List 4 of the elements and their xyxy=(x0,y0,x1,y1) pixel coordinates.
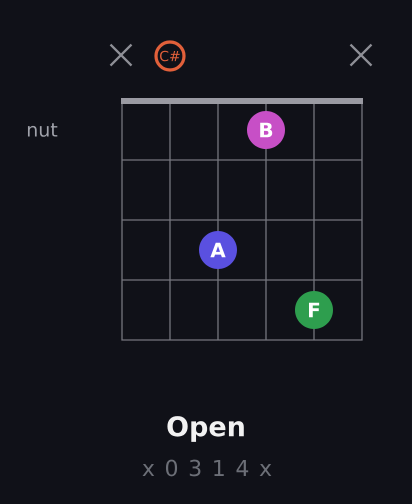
chord-name: Open xyxy=(167,416,244,442)
fingering-text: x 0 3 1 4 x xyxy=(142,460,272,476)
note-ring: C# xyxy=(154,40,186,72)
side-label: nut xyxy=(28,123,58,137)
